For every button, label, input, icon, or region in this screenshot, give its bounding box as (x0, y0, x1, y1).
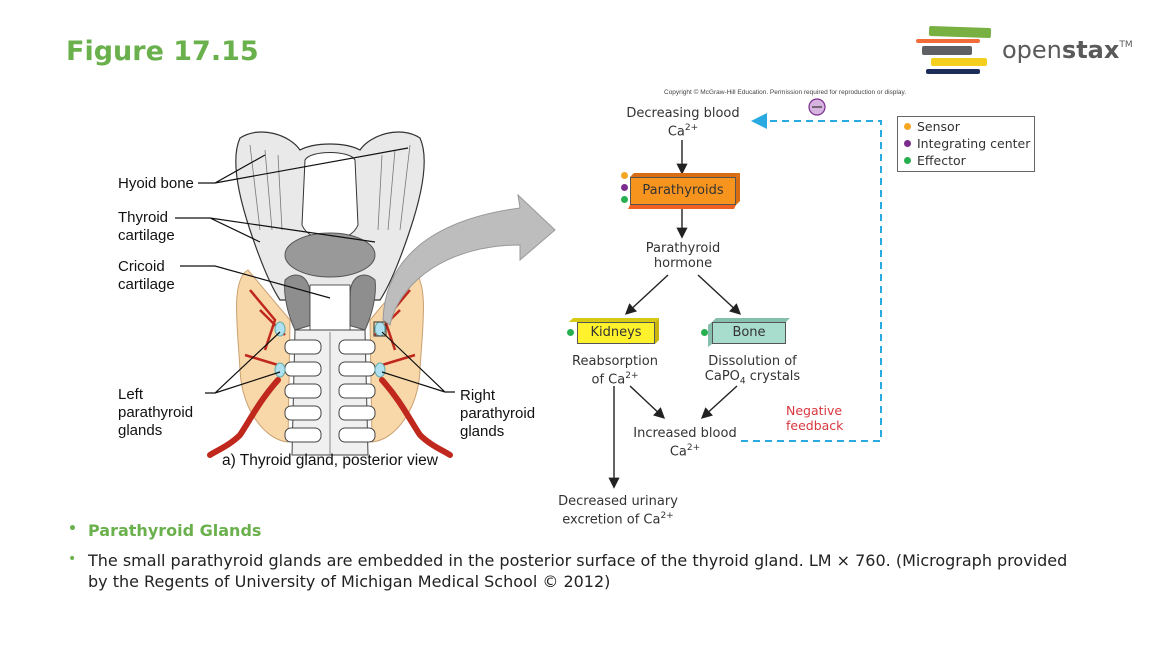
label-thyroid-cartilage-line2: cartilage (118, 227, 175, 244)
kidneys-box: Kidneys (577, 322, 655, 344)
label-hyoid-bone: Hyoid bone (118, 175, 194, 192)
label-thyroid-cartilage-line1: Thyroid (118, 209, 169, 226)
epiglottis (301, 152, 359, 241)
label-right-line1: Right (460, 387, 496, 404)
logo-bar-yellow (931, 58, 987, 66)
arrow-hormone-to-kidneys (624, 274, 669, 315)
arrow-hormone-to-bone (697, 274, 742, 315)
bullet-dot: • (68, 521, 77, 537)
decreased-charge: 2+ (660, 511, 674, 521)
label-left-line3: glands (118, 422, 163, 439)
left-parathyroid-upper (274, 321, 286, 337)
label-left-line1: Left (118, 386, 144, 403)
dissolution-capo: CaPO (704, 369, 740, 384)
decreased-urinary-excretion: Decreased urinary excretion of Ca2+ (550, 494, 686, 527)
legend-item-effector: Effector (904, 153, 966, 168)
hyoid-right-wing (377, 144, 411, 231)
legend-sensor-label: Sensor (917, 119, 960, 134)
dissolution-line1: Dissolution of (708, 354, 797, 369)
increased-line1: Increased blood (633, 426, 737, 441)
left-artery (207, 377, 281, 458)
label-right-line3: glands (460, 423, 505, 440)
stimulus-ca: Ca (667, 124, 685, 140)
hormone-line2: hormone (653, 256, 713, 271)
arrow-kidneys-to-increased (629, 385, 666, 419)
label-cricoid-line2: cartilage (118, 276, 175, 293)
decreased-line1: Decreased urinary (558, 494, 678, 509)
reabsorption-line1: Reabsorption (572, 354, 658, 369)
logo-bar-navy (926, 69, 980, 74)
stimulus-charge: 2+ (684, 123, 699, 133)
reabsorption-label: Reabsorption of Ca2+ (565, 354, 665, 387)
label-left-line2: parathyroid (118, 404, 194, 421)
label-right-line2: parathyroid (460, 405, 536, 422)
parathyroids-box: Parathyroids (630, 177, 736, 205)
anatomy-caption: a) Thyroid gland, posterior view (222, 452, 438, 469)
legend-effector-dot (904, 157, 911, 164)
legend-item-integrating-center: Integrating center (904, 136, 1030, 151)
hyoid-left-wing (249, 144, 283, 231)
logo-wordmark: openstaxTM (1002, 36, 1133, 64)
logo-bar-gray (922, 46, 972, 55)
arrow-bone-to-increased (700, 385, 738, 419)
slide-bullets: • Parathyroid Glands • The small parathyro… (66, 520, 1086, 601)
thyroid-anatomy-illustration (175, 131, 556, 458)
integrating-dot (621, 184, 628, 191)
legend-effector-label: Effector (917, 153, 966, 168)
legend-integrating-dot (904, 140, 911, 147)
legend-integrating-label: Integrating center (917, 136, 1031, 151)
bullet-heading-text: Parathyroid Glands (88, 521, 262, 540)
effector-dot (621, 196, 628, 203)
dissolution-crystals: crystals (745, 369, 801, 384)
legend-sensor-dot (904, 123, 911, 130)
left-parathyroid-lower (274, 362, 286, 378)
bullet-body-text: The small parathyroid glands are embedde… (88, 551, 1068, 591)
cricoid-cartilage (309, 284, 351, 331)
reabsorption-line2: of Ca (591, 372, 626, 388)
negative-feedback-line (741, 113, 882, 442)
bullet-dot: • (68, 551, 77, 567)
tracheal-rings (284, 339, 376, 443)
stimulus-line1: Decreasing blood (626, 106, 740, 121)
zoom-arrow (382, 193, 556, 326)
right-parathyroid-lower (374, 362, 386, 378)
logo-bar-orange (916, 39, 980, 43)
logo-text-open: open (1002, 36, 1062, 64)
right-artery (379, 377, 453, 458)
hormone-line1: Parathyroid (645, 241, 721, 256)
flowchart-legend: Sensor Integrating center Effector (897, 116, 1035, 172)
reabsorption-charge: 2+ (625, 371, 639, 381)
dissolution-subscript: 4 (739, 376, 746, 387)
bone-effector-dot (701, 329, 708, 336)
negative-line2: feedback (786, 418, 844, 433)
bullet-body: • The small parathyroid glands are embedd… (66, 550, 1086, 592)
leader-lines (175, 147, 455, 394)
arytenoid-muscles (284, 232, 376, 278)
slide-title: Figure 17.15 (66, 36, 259, 67)
bullet-heading: • Parathyroid Glands (66, 520, 1086, 541)
legend-item-sensor: Sensor (904, 119, 960, 134)
increased-charge: 2+ (686, 443, 701, 453)
increased-ca: Ca (669, 444, 687, 460)
logo-trademark: TM (1119, 40, 1133, 50)
decreased-line2: excretion of Ca (562, 512, 661, 528)
copyright-notice: Copyright © McGraw-Hill Education. Permi… (664, 89, 907, 96)
openstax-logo: openstaxTM (912, 24, 1133, 78)
label-cricoid-line1: Cricoid (118, 258, 165, 275)
negative-line1: Negative (786, 403, 843, 418)
kidney-effector-dot (567, 329, 574, 336)
bone-box: Bone (712, 322, 786, 344)
logo-text-stax: stax (1061, 36, 1120, 64)
sensor-dot (621, 172, 628, 179)
